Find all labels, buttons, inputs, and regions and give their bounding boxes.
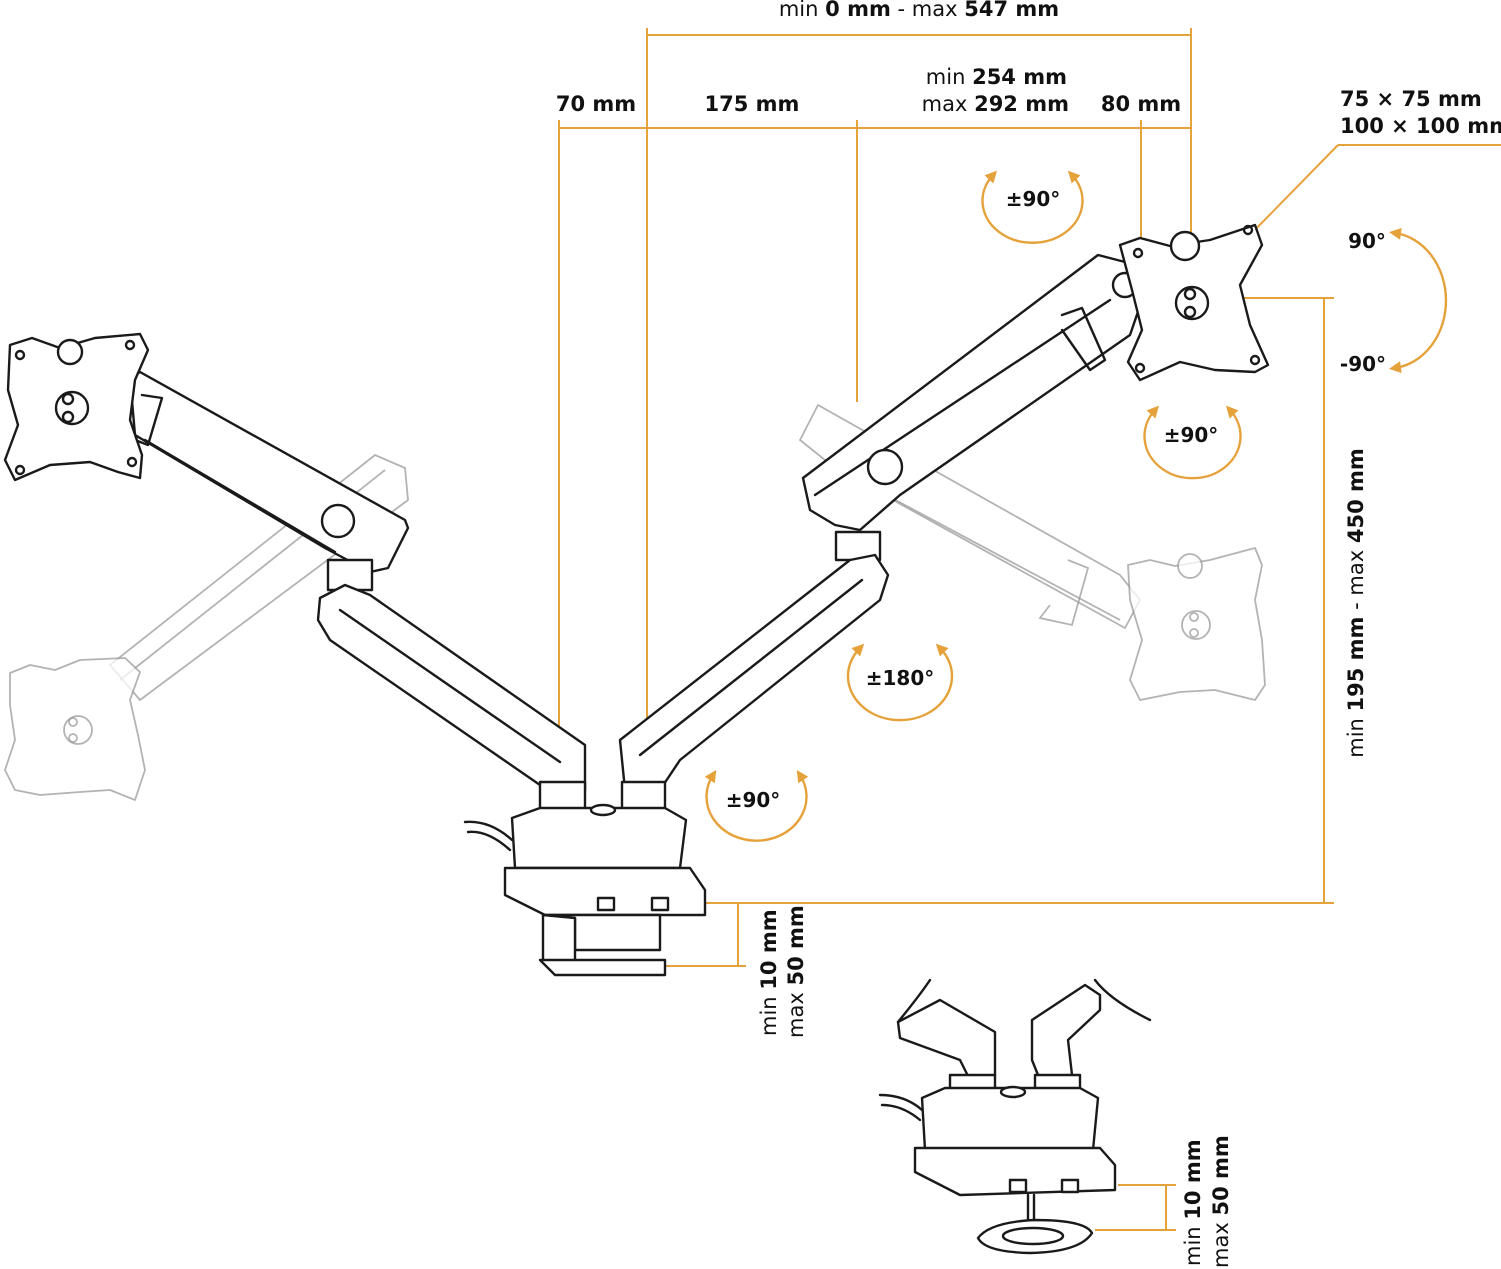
right-arm (618, 223, 1270, 792)
rotation-plus-label: 90° (1348, 229, 1386, 253)
clamp-min-label: min 10 mm (757, 909, 781, 1036)
swivel-head-label: ±90° (1164, 423, 1219, 447)
seg-80-label: 80 mm (1101, 92, 1181, 116)
grommet-max-label: max 50 mm (1209, 1135, 1233, 1268)
rotation-arcs (704, 170, 1448, 842)
dimension-lines (558, 28, 1501, 1231)
grommet-min-label: min 10 mm (1181, 1139, 1205, 1266)
forearm-min-label: min 254 mm (926, 65, 1067, 89)
base-swivel-label: ±90° (726, 788, 781, 812)
top-span-label: min 0 mm - max 547 mm (779, 0, 1059, 21)
seg-70-label: 70 mm (556, 92, 636, 116)
desk-clamp (463, 780, 707, 977)
forearm-max-label: max 292 mm (922, 92, 1069, 116)
clamp-max-label: max 50 mm (784, 905, 808, 1038)
rotation-minus-label: -90° (1340, 352, 1386, 376)
elbow-label: ±180° (866, 666, 935, 690)
vesa-line2: 100 × 100 mm (1340, 114, 1501, 138)
grommet-detail (878, 978, 1152, 1255)
height-label: min 195 mm - max 450 mm (1344, 448, 1368, 758)
vesa-line1: 75 × 75 mm (1340, 87, 1482, 111)
seg-175-label: 175 mm (705, 92, 800, 116)
left-arm (3, 332, 587, 797)
tilt-top-label: ±90° (1006, 187, 1061, 211)
